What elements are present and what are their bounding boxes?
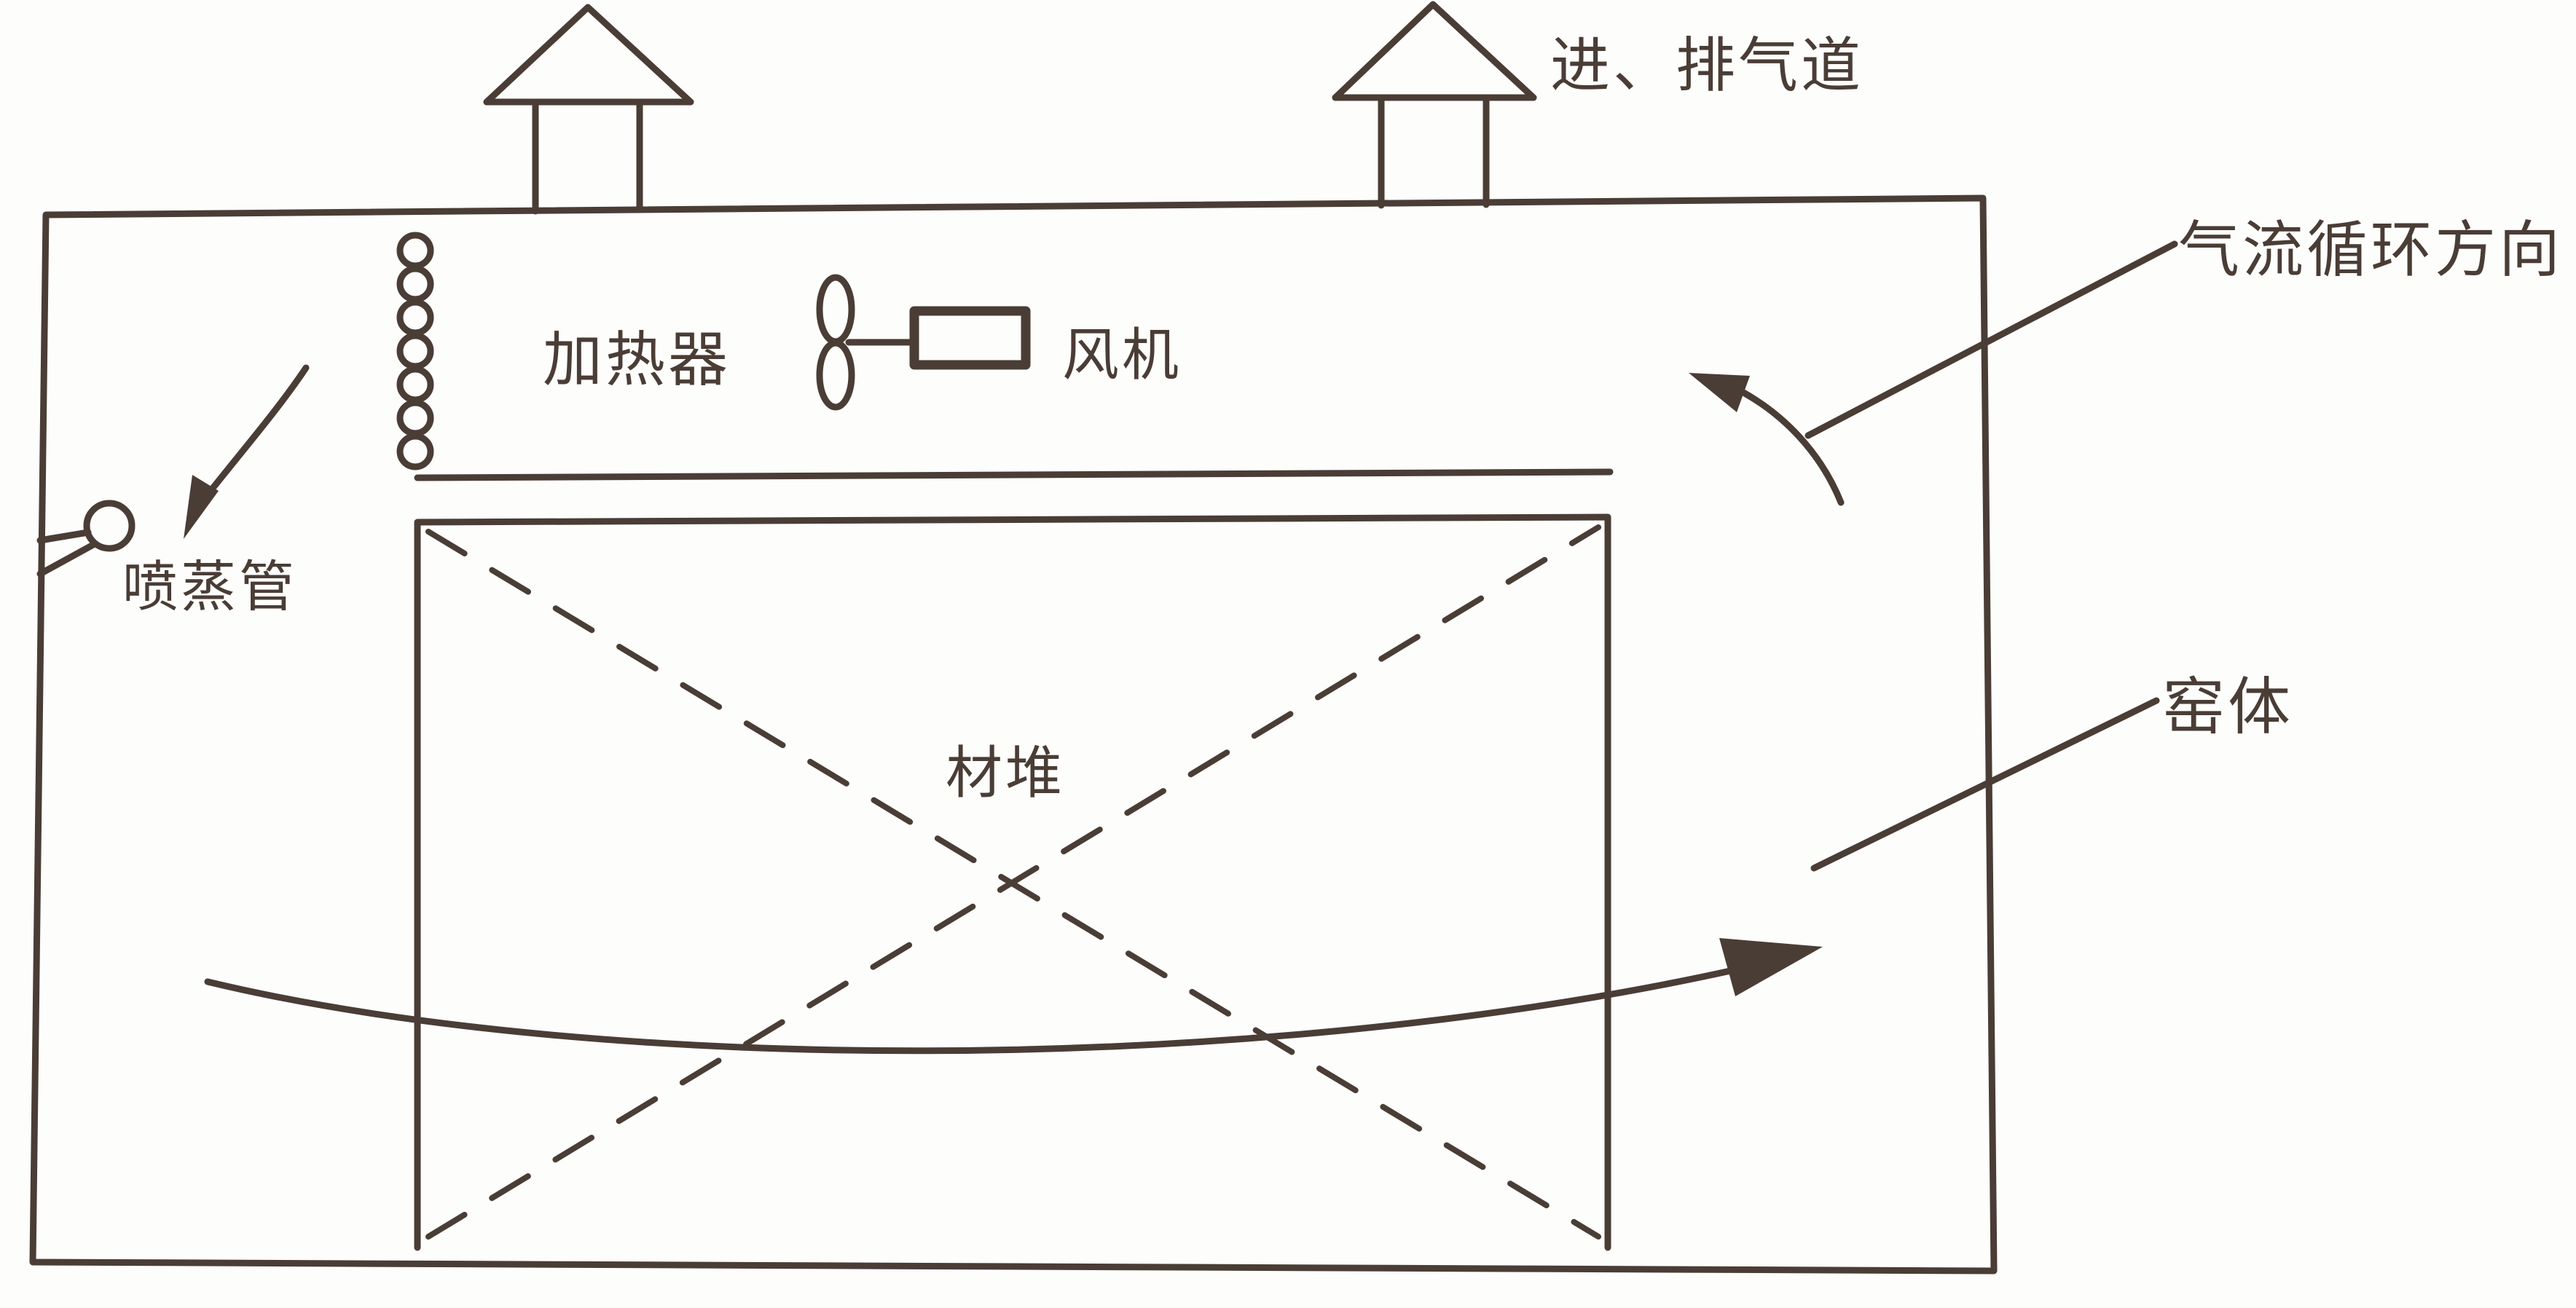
heater-coil-icon: [396, 232, 434, 470]
exhaust-duct-label: 进、排气道: [1550, 31, 1864, 101]
timber-stack: [414, 513, 1611, 1251]
fan-icon: [816, 274, 1031, 411]
fan-label: 风机: [1062, 323, 1182, 388]
airflow-leader-line: [1805, 240, 2178, 439]
bottom-flow-arrow: [204, 938, 1823, 1055]
vent-chimney-right: [1332, 1, 1537, 209]
kiln-body-label: 窑体: [2162, 671, 2293, 744]
circulation-arrow: [1689, 373, 1845, 506]
heater-label: 加热器: [543, 326, 731, 395]
timber-stack-label: 材堆: [946, 741, 1065, 806]
airflow-direction-label: 气流循环方向: [2178, 214, 2563, 285]
baffle-line: [414, 468, 1614, 481]
steam-spray-pipe-label: 喷蒸管: [122, 554, 297, 619]
kiln-body-outline: [29, 194, 1998, 1274]
steam-spray-pipe-icon: [36, 500, 136, 578]
kiln-body-leader-line: [1810, 697, 2160, 872]
spray-pipe-arrow: [184, 364, 310, 539]
vent-chimney-left: [483, 4, 694, 215]
